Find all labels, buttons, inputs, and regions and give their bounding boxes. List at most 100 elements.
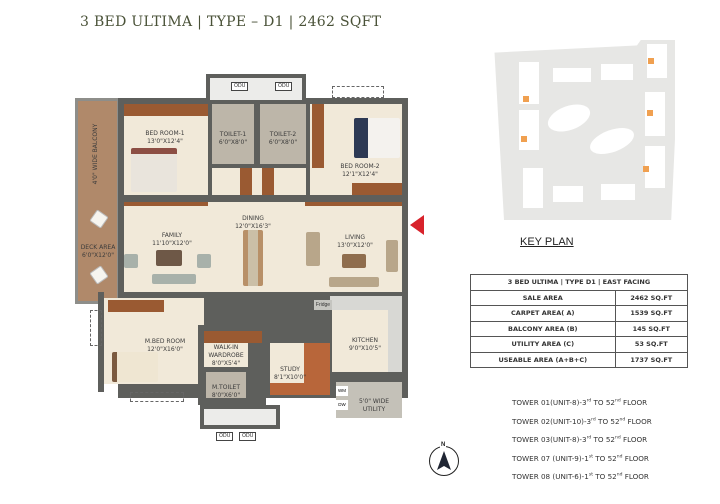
door-panel: [262, 168, 274, 195]
list-item: TOWER 03(UNIT-8)-3rd TO 52nd FLOOR: [512, 435, 648, 444]
unit-highlight-marker: [647, 110, 653, 116]
odu-bay: [204, 409, 276, 425]
kitchen-counter: [330, 296, 402, 310]
wardrobe: [352, 183, 402, 195]
odu-unit: ODU: [216, 432, 234, 441]
tower-list: TOWER 01(UNIT-8)-3rd TO 52nd FLOOR TOWER…: [512, 398, 652, 491]
odu-unit: ODU: [231, 82, 249, 91]
odu-unit: ODU: [275, 82, 293, 91]
odu-unit: ODU: [239, 432, 257, 441]
room-walk-in-wardrobe: [204, 343, 248, 367]
armchair-icon: [197, 254, 211, 268]
table-row: BALCONY AREA (B)145 SQ.FT: [470, 320, 689, 337]
area-table: 3 BED ULTIMA | TYPE D1 | EAST FACING SAL…: [470, 274, 689, 368]
coffee-table-icon: [156, 250, 182, 266]
row-value: 145 SQ.FT: [614, 320, 689, 337]
bed-icon: [131, 148, 177, 192]
door-panel: [240, 168, 252, 195]
unit-highlight-marker: [523, 96, 529, 102]
armchair-icon: [124, 254, 138, 268]
tower-block: [601, 64, 633, 80]
key-plan-label: KEY PLAN: [520, 236, 574, 248]
row-label: USEABLE AREA (A+B+C): [470, 351, 616, 368]
lawn: [586, 122, 638, 160]
bed-icon: [112, 352, 158, 382]
row-value: 1737 SQ.FT: [614, 351, 689, 368]
list-item: TOWER 07 (UNIT-9)-1st TO 52nd FLOOR: [512, 453, 649, 463]
bed-icon: [354, 118, 400, 158]
list-item: TOWER 01(UNIT-8)-3rd TO 52nd FLOOR: [512, 398, 648, 407]
tower-block: [645, 92, 665, 136]
table-row: UTILITY AREA (C)53 SQ.FT: [470, 336, 689, 353]
armchair-icon: [306, 232, 320, 266]
dashed-projection: [90, 310, 102, 346]
dashed-projection: [332, 86, 384, 98]
balcony-label: 4'0" WIDE BALCONY: [92, 123, 99, 185]
page-title: 3 BED ULTIMA | TYPE – D1 | 2462 SQFT: [80, 14, 382, 30]
tower-block: [519, 62, 539, 104]
compass-north-label: N: [440, 442, 447, 448]
sofa-icon: [329, 277, 379, 287]
dining-table-icon: [243, 230, 263, 286]
row-label: UTILITY AREA (C): [470, 336, 616, 353]
tower-block: [553, 68, 591, 82]
table-row: CARPET AREA( A)1539 SQ.FT: [470, 305, 689, 322]
tower-block: [647, 44, 667, 78]
area-table-header: 3 BED ULTIMA | TYPE D1 | EAST FACING: [470, 274, 688, 291]
unit-highlight-marker: [521, 136, 527, 142]
room-m-toilet: [206, 372, 246, 398]
passage: [212, 168, 306, 195]
tower-block: [601, 184, 635, 200]
room-toilet-2: [260, 104, 306, 164]
wardrobe: [124, 104, 208, 116]
row-label: SALE AREA: [470, 289, 616, 306]
table-row: USEABLE AREA (A+B+C)1737 SQ.FT: [470, 351, 689, 368]
walk-in-wardrobe-unit: [204, 331, 262, 343]
study-desk: [270, 383, 330, 395]
coffee-table-icon: [342, 254, 366, 268]
unit-highlight-marker: [648, 58, 654, 64]
shelf: [124, 202, 208, 206]
dashed-projection: [130, 392, 184, 402]
kitchen-counter: [388, 296, 402, 372]
list-item: TOWER 02(UNIT-10)-3rd TO 52nd FLOOR: [512, 416, 652, 426]
fridge-label: Fridge: [314, 300, 332, 310]
sofa-icon: [386, 240, 398, 272]
tower-block: [553, 186, 583, 202]
row-value: 1539 SQ.FT: [614, 305, 689, 322]
tower-block: [519, 110, 539, 150]
lawn: [544, 99, 594, 137]
row-value: 53 SQ.FT: [614, 336, 689, 353]
row-value: 2462 SQ.FT: [614, 289, 689, 306]
tower-block: [523, 168, 543, 208]
tower-block: [645, 146, 665, 188]
north-compass-icon: [429, 446, 459, 476]
wardrobe: [108, 300, 164, 312]
shelf: [305, 202, 402, 206]
unit-highlight-marker: [643, 166, 649, 172]
key-plan-map: [494, 40, 675, 220]
wardrobe: [312, 104, 324, 168]
row-label: BALCONY AREA (B): [470, 320, 616, 337]
sofa-icon: [152, 274, 196, 284]
entrance-arrow-icon: [410, 215, 424, 235]
washing-machine: WM: [336, 386, 348, 396]
dishwasher: DW: [336, 400, 348, 410]
list-item: TOWER 08 (UNIT-6)-1st TO 52nd FLOOR: [512, 472, 649, 481]
room-toilet-1: [212, 104, 254, 164]
